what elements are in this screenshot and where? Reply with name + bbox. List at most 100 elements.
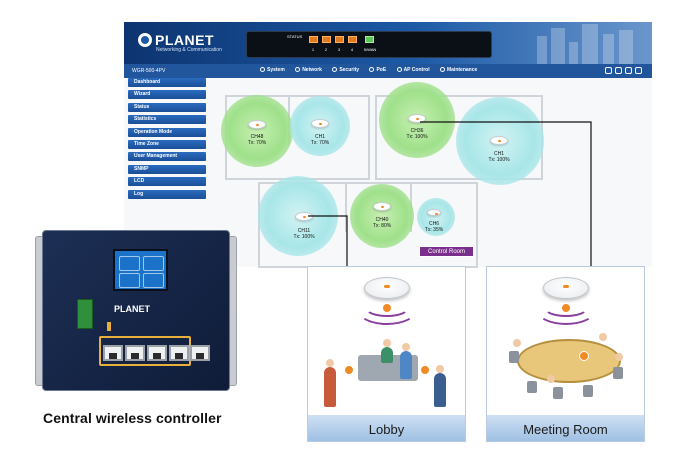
sidebar-item-operation-mode[interactable]: Operation Mode xyxy=(128,127,206,137)
person-head xyxy=(436,365,444,373)
city-skyline-graphic xyxy=(519,22,652,64)
chair xyxy=(613,367,623,379)
meeting-room-panel: Meeting Room xyxy=(486,266,645,442)
top-menu: System Network Security PoE AP Control M… xyxy=(260,67,486,73)
port-wan-icon[interactable] xyxy=(365,36,374,43)
access-point-icon[interactable] xyxy=(408,114,426,123)
person-head xyxy=(326,359,334,367)
sidebar-item-statistics[interactable]: Statistics xyxy=(128,115,206,125)
port-3-icon[interactable] xyxy=(335,36,344,43)
access-point-icon xyxy=(396,67,402,73)
nav-ap-control[interactable]: AP Control xyxy=(396,67,430,73)
wifi-badge-icon xyxy=(420,365,430,375)
sidebar-item-dashboard[interactable]: Dashboard xyxy=(128,78,206,87)
model-name: WGR-500-4PV xyxy=(132,68,166,74)
save-icon[interactable] xyxy=(615,67,622,74)
sidebar-item-lcd[interactable]: LCD xyxy=(128,177,206,187)
ap-tx: Tx: 35% xyxy=(424,227,444,233)
nav-security[interactable]: Security xyxy=(332,67,359,73)
person-head xyxy=(383,339,391,347)
port-number: 2 xyxy=(324,47,328,52)
plug-icon xyxy=(369,67,375,73)
power-terminal xyxy=(77,299,93,329)
wan-port-number: 5/WAN xyxy=(363,47,377,52)
ap-channel: CH11 xyxy=(297,228,311,234)
port-number: 1 xyxy=(311,47,315,52)
ap-tx: Tx: 70% xyxy=(247,140,267,146)
planet-logo: PLANET Networking & Communication xyxy=(138,31,222,53)
sidebar-item-wizard[interactable]: Wizard xyxy=(128,90,206,100)
ui-header: PLANET Networking & Communication STATUS… xyxy=(124,22,652,64)
coverage-circle xyxy=(350,184,414,248)
device-brand: PLANET xyxy=(114,304,150,314)
logout-icon[interactable] xyxy=(635,67,642,74)
room-title-bar: Lobby xyxy=(308,415,465,441)
person-icon xyxy=(400,351,412,379)
ethernet-port-icon xyxy=(125,345,145,361)
wifi-badge-icon xyxy=(382,303,392,313)
ap-tx: Tx: 100% xyxy=(293,234,315,240)
control-room-label: Control Room xyxy=(419,246,474,257)
wifi-signal-icon xyxy=(358,297,416,325)
room-title: Meeting Room xyxy=(523,422,608,437)
port-status-label: STATUS xyxy=(287,34,303,39)
sidebar-item-time-zone[interactable]: Time Zone xyxy=(128,139,206,149)
toolbar xyxy=(602,67,642,76)
chair xyxy=(583,385,593,397)
sidebar-item-snmp[interactable]: SNMP xyxy=(128,164,206,174)
wifi-badge-icon xyxy=(344,365,354,375)
person-head xyxy=(615,353,623,361)
central-wireless-controller: PLANET xyxy=(35,228,247,393)
wifi-badge-icon xyxy=(561,303,571,313)
device-logo: PLANET xyxy=(114,304,150,314)
access-point-icon[interactable] xyxy=(490,136,508,145)
refresh-icon[interactable] xyxy=(605,67,612,74)
port-1-icon[interactable] xyxy=(309,36,318,43)
person-head xyxy=(513,339,521,347)
sidebar-item-log[interactable]: Log xyxy=(128,189,206,199)
nav-maintenance[interactable]: Maintenance xyxy=(439,67,478,73)
person-head xyxy=(547,375,555,383)
nav-system[interactable]: System xyxy=(260,67,285,73)
port-number: 3 xyxy=(337,47,341,52)
help-icon[interactable] xyxy=(625,67,632,74)
access-point-icon[interactable] xyxy=(427,209,441,216)
port-4-icon[interactable] xyxy=(348,36,357,43)
device-body: PLANET xyxy=(42,230,230,391)
ap-channel: CH1 xyxy=(314,134,325,140)
status-led-strip xyxy=(107,322,111,331)
ethernet-port-icon xyxy=(147,345,167,361)
access-point-icon[interactable] xyxy=(311,119,329,128)
brand-name: PLANET xyxy=(155,31,214,48)
ap-channel: CH40 xyxy=(375,217,389,223)
nav-label: Network xyxy=(302,67,322,73)
lcd-tile xyxy=(119,256,140,271)
access-point-icon[interactable] xyxy=(248,120,266,129)
port-2-icon[interactable] xyxy=(322,36,331,43)
chair xyxy=(509,351,519,363)
room-title-bar: Meeting Room xyxy=(487,415,644,441)
access-point-icon[interactable] xyxy=(373,202,391,211)
sidebar-item-user-management[interactable]: User Management xyxy=(128,152,206,162)
nav-network[interactable]: Network xyxy=(295,67,322,73)
coverage-circle xyxy=(221,95,293,167)
nav-poe[interactable]: PoE xyxy=(369,67,386,73)
room-title: Lobby xyxy=(368,422,405,437)
wifi-signal-icon xyxy=(537,297,595,325)
ap-channel: CH6 xyxy=(428,221,439,227)
ap-tx: Tx: 80% xyxy=(372,223,392,229)
wan-port-icon xyxy=(190,345,210,361)
chair xyxy=(527,381,537,393)
person-icon xyxy=(434,373,446,407)
floor-plan-wall xyxy=(345,182,347,232)
ui-nav-bar: WGR-500-4PV System Network Security PoE … xyxy=(124,64,652,78)
sidebar-item-status[interactable]: Status xyxy=(128,102,206,112)
lcd-tile xyxy=(119,273,140,288)
ap-channel: CH36 xyxy=(410,128,424,134)
nav-label: Maintenance xyxy=(446,67,478,73)
